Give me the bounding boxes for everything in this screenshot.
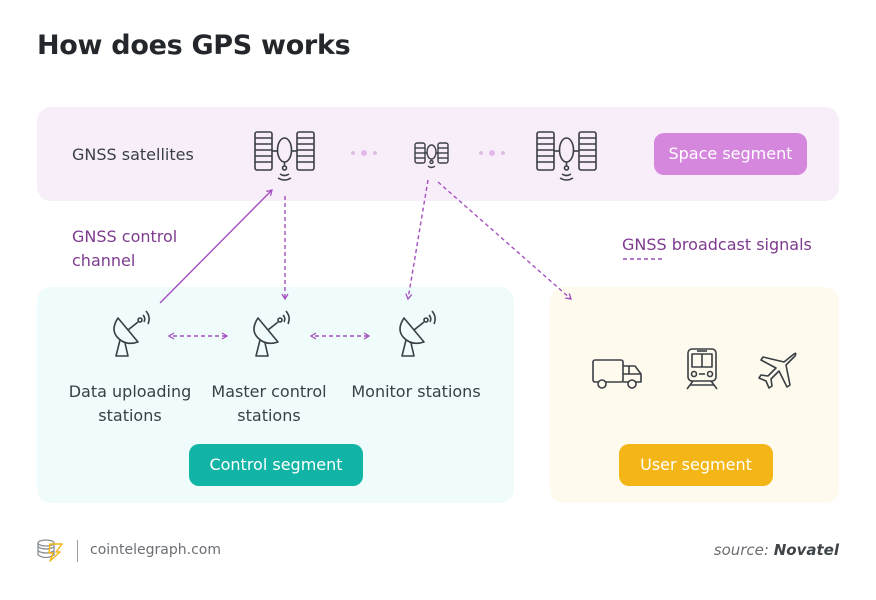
source-credit: source: Novatel bbox=[714, 541, 839, 559]
station-label-line2: stations bbox=[98, 406, 162, 425]
station-label-line1: Data uploading bbox=[68, 382, 192, 401]
footer-divider bbox=[77, 540, 78, 562]
brand-link[interactable]: cointelegraph.com bbox=[90, 542, 221, 558]
station-label-line2: stations bbox=[237, 406, 301, 425]
satellite-icon bbox=[254, 131, 315, 181]
control-channel-line1: GNSS control bbox=[72, 227, 178, 246]
station-label-line1: Master control bbox=[211, 382, 327, 401]
source-prefix: source: bbox=[713, 541, 769, 559]
station-master-control: Master control stations bbox=[199, 380, 339, 428]
satellite-icon bbox=[414, 142, 449, 169]
control-channel-line2: channel bbox=[72, 251, 136, 270]
satellite-dish-icon bbox=[113, 310, 150, 357]
control-channel-arrow bbox=[159, 189, 273, 304]
control-channel-label: GNSS control channel bbox=[72, 225, 177, 273]
station-monitor: Monitor stations bbox=[340, 380, 492, 404]
airplane-icon bbox=[758, 352, 797, 389]
dashed-line-legend-icon bbox=[623, 258, 665, 260]
train-icon bbox=[686, 348, 718, 390]
page-title: How does GPS works bbox=[37, 30, 351, 61]
satellite-icon bbox=[536, 131, 597, 181]
station-label-line1: Monitor stations bbox=[351, 382, 481, 401]
satellite-dish-icon bbox=[399, 310, 436, 357]
truck-icon bbox=[592, 359, 642, 389]
broadcast-arrow-to-users bbox=[437, 181, 572, 300]
ellipsis-dots-icon bbox=[479, 150, 505, 156]
gnss-satellites-label: GNSS satellites bbox=[72, 145, 194, 164]
space-segment-badge: Space segment bbox=[654, 133, 807, 175]
station-data-uploading: Data uploading stations bbox=[60, 380, 200, 428]
cointelegraph-logo-icon bbox=[37, 539, 63, 562]
user-segment-badge: User segment bbox=[619, 444, 773, 486]
control-segment-badge: Control segment bbox=[189, 444, 363, 486]
broadcast-signals-label: GNSS broadcast signals bbox=[622, 235, 812, 254]
ellipsis-dots-icon bbox=[351, 150, 377, 156]
source-name: Novatel bbox=[773, 541, 839, 559]
satellite-dish-icon bbox=[253, 310, 290, 357]
broadcast-arrow-to-monitor bbox=[405, 179, 429, 301]
